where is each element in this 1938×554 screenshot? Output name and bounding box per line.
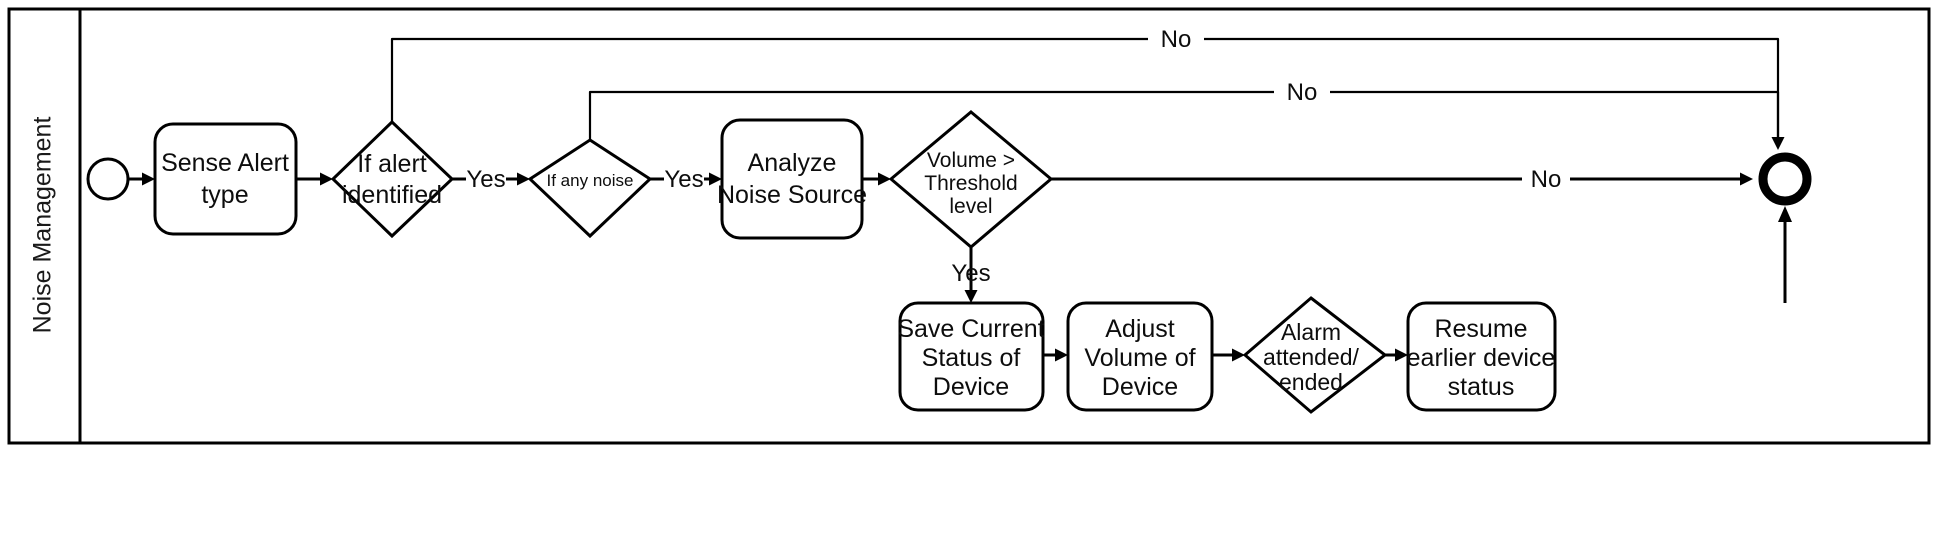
gateway-volume-threshold-line-0: Volume > (927, 149, 1015, 172)
task-resume-earlier-device-line-2: status (1448, 373, 1515, 401)
arrowhead-sense-to-alertgw (320, 172, 333, 186)
arrowhead-save-to-adjust (1055, 348, 1068, 362)
edge-label-noise-yes: Yes (664, 166, 703, 193)
gateway-if-any-noise-line-0: If any noise (547, 171, 634, 190)
task-save-current-status-shape[interactable] (898, 301, 1045, 412)
gateway-alarm-attended-line-2: ended (1279, 369, 1343, 395)
task-adjust-volume-line-2: Device (1102, 373, 1178, 401)
task-sense-alert-type-line-0: Sense Alert (161, 149, 289, 177)
edge-label-alert-no: No (1161, 26, 1192, 53)
arrowhead-volumegw-no-to-end (1740, 172, 1753, 186)
arrowhead-adjust-to-alarmgw (1232, 348, 1245, 362)
edge-label-volume-no: No (1531, 166, 1562, 193)
start-event[interactable] (86, 157, 130, 201)
task-adjust-volume-shape[interactable] (1066, 301, 1214, 412)
edge-label-noise-no: No (1287, 79, 1318, 106)
arrowhead-analyze-to-volumegw (878, 172, 891, 186)
task-save-current-status-of-device[interactable]: Save Current Status of Device (897, 301, 1045, 412)
edge-label-volume-yes: Yes (951, 260, 990, 287)
task-sense-alert-type[interactable]: Sense Alert type (153, 122, 298, 236)
arrowhead-alarmgw-to-resume (1395, 348, 1408, 362)
flow-alertgw-no-left (390, 37, 1148, 122)
arrowhead-alertgw-no-to-end (1771, 137, 1785, 150)
task-adjust-volume-line-0: Adjust (1105, 315, 1175, 343)
arrowhead-volumegw-to-save (964, 290, 978, 303)
gateway-volume-threshold-line-2: level (949, 195, 992, 218)
arrowhead-resume-to-end (1778, 206, 1792, 222)
lane-label: Noise Management (29, 117, 57, 334)
gateway-if-alert-identified-line-0: If alert (357, 150, 427, 178)
arrowhead-noisegw-to-analyze (709, 172, 722, 186)
arrowhead-alertgw-to-noisegw (517, 172, 530, 186)
arrowhead-start-to-sense (142, 172, 155, 186)
task-sense-alert-type-line-1: type (201, 181, 248, 209)
flow-noisegw-no-right (1330, 90, 1780, 140)
gateway-if-any-noise[interactable]: If any noise (527, 138, 653, 239)
task-resume-earlier-device-status[interactable]: Resume earlier device status (1406, 301, 1557, 412)
task-save-current-status-line-1: Status of (922, 344, 1021, 372)
task-save-current-status-line-0: Save Current (897, 315, 1044, 343)
gateway-if-alert-identified-shape[interactable] (330, 119, 455, 239)
gateway-if-alert-identified-line-1: identified (342, 181, 442, 209)
gateway-if-any-noise-shape[interactable] (527, 138, 653, 239)
gateway-alarm-attended-shape[interactable] (1242, 296, 1388, 414)
task-adjust-volume-of-device[interactable]: Adjust Volume of Device (1066, 301, 1214, 412)
edge-label-alert-yes: Yes (466, 166, 505, 193)
gateway-alarm-attended-line-1: attended/ (1263, 344, 1360, 370)
gateway-volume-greater-than-threshold[interactable]: Volume > Threshold level (888, 110, 1054, 249)
task-resume-earlier-device-line-1: earlier device (1407, 344, 1556, 372)
task-resume-earlier-device-shape[interactable] (1406, 301, 1557, 412)
task-resume-earlier-device-line-0: Resume (1434, 315, 1527, 343)
gateway-volume-threshold-shape[interactable] (888, 110, 1054, 249)
task-sense-alert-type-shape[interactable] (153, 122, 298, 236)
flow-noisegw-no-left (588, 90, 1274, 140)
gateway-if-alert-identified[interactable]: If alert identified (330, 119, 455, 239)
task-analyze-noise-source[interactable]: Analyze Noise Source (717, 118, 867, 240)
task-adjust-volume-line-1: Volume of (1084, 344, 1195, 372)
task-save-current-status-line-2: Device (933, 373, 1009, 401)
task-analyze-noise-source-line-0: Analyze (748, 149, 837, 177)
gateway-volume-threshold-line-1: Threshold (924, 172, 1017, 195)
gateway-alarm-attended-ended[interactable]: Alarm attended/ ended (1242, 296, 1388, 414)
task-analyze-noise-source-shape[interactable] (720, 118, 864, 240)
gateway-alarm-attended-line-0: Alarm (1281, 319, 1341, 345)
end-event[interactable] (1758, 152, 1812, 206)
task-analyze-noise-source-line-1: Noise Source (717, 181, 867, 209)
